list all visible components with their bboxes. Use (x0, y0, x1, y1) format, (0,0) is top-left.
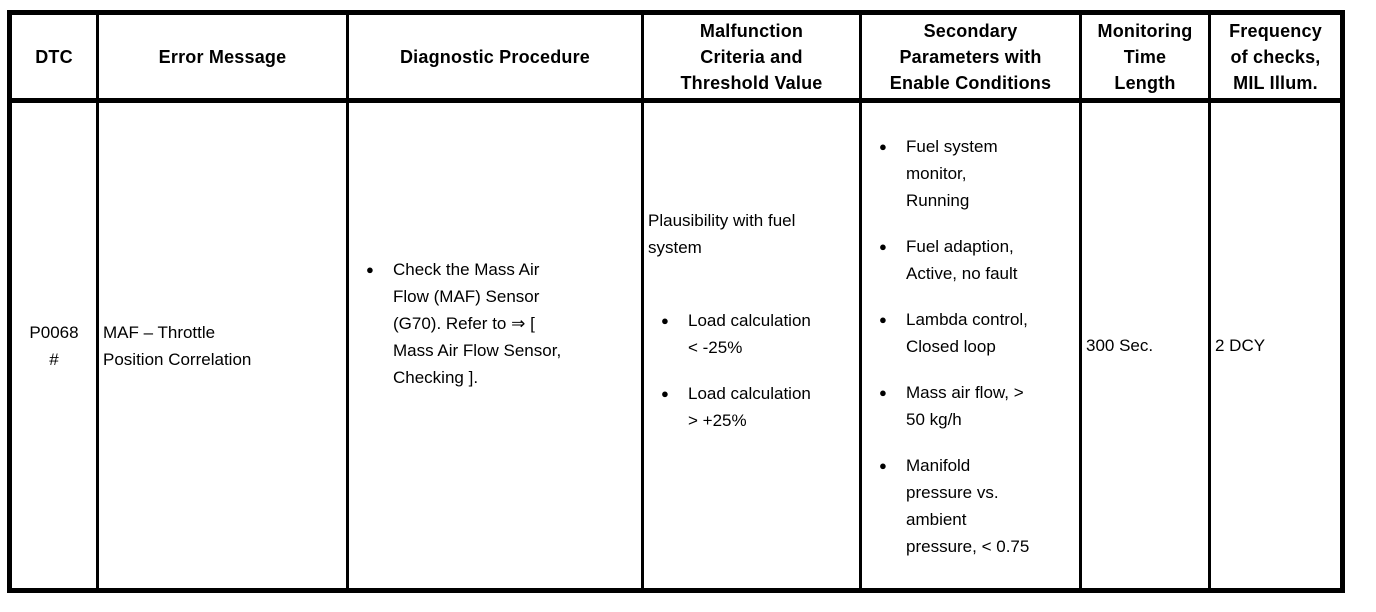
list-item-text: Manifold pressure vs. ambient pressure, … (906, 456, 1030, 556)
list-item: ● Check the Mass Air Flow (MAF) Sensor (… (366, 256, 637, 391)
list-item-text: Fuel system monitor, Running (906, 137, 998, 210)
list-item-text: Lambda control, Closed loop (906, 310, 1028, 356)
malfunction-criteria-list: ● Load calculation < -25% ● Load calcula… (648, 307, 855, 434)
table-header-row: DTC Error Message Diagnostic Procedure M… (8, 11, 1344, 103)
list-item-text: Fuel adaption, Active, no fault (906, 237, 1018, 283)
bullet-icon: ● (879, 312, 887, 327)
cell-diagnostic-procedure: ● Check the Mass Air Flow (MAF) Sensor (… (346, 99, 644, 592)
bullet-icon: ● (661, 313, 669, 328)
dtc-table: DTC Error Message Diagnostic Procedure M… (7, 10, 1345, 593)
cell-monitoring-time-length: 300 Sec. (1079, 99, 1211, 592)
column-header-frequency: Frequency of checks, MIL Illum. (1208, 11, 1344, 103)
diagnostic-procedure-list: ● Check the Mass Air Flow (MAF) Sensor (… (353, 256, 637, 391)
column-header-diagnostic-procedure: Diagnostic Procedure (346, 11, 644, 103)
list-item: ● Fuel system monitor, Running (879, 133, 1075, 214)
cell-error-message: MAF – Throttle Position Correlation (96, 99, 349, 592)
bullet-icon: ● (661, 386, 669, 401)
cell-malfunction-criteria: Plausibility with fuel system ● Load cal… (641, 99, 862, 592)
list-item: ● Load calculation > +25% (661, 380, 855, 434)
list-item: ● Load calculation < -25% (661, 307, 855, 361)
list-item: ● Mass air flow, > 50 kg/h (879, 379, 1075, 433)
list-item-text: Load calculation > +25% (688, 384, 811, 430)
list-item: ● Manifold pressure vs. ambient pressure… (879, 452, 1075, 560)
list-item-text: Check the Mass Air Flow (MAF) Sensor (G7… (393, 259, 562, 387)
column-header-secondary-parameters: Secondary Parameters with Enable Conditi… (859, 11, 1082, 103)
table-row: P0068 # MAF – Throttle Position Correlat… (8, 99, 1344, 592)
bullet-icon: ● (879, 239, 887, 254)
cell-secondary-parameters: ● Fuel system monitor, Running ● Fuel ad… (859, 99, 1082, 592)
bullet-icon: ● (879, 139, 887, 154)
list-item-text: Mass air flow, > 50 kg/h (906, 383, 1024, 429)
column-header-malfunction-criteria: Malfunction Criteria and Threshold Value (641, 11, 862, 103)
bullet-icon: ● (879, 385, 887, 400)
bullet-icon: ● (879, 458, 887, 473)
column-header-dtc: DTC (8, 11, 99, 103)
list-item-text: Load calculation < -25% (688, 311, 811, 357)
bullet-icon: ● (366, 261, 374, 277)
cell-dtc-code: P0068 # (8, 99, 99, 592)
malfunction-intro-text: Plausibility with fuel system (648, 211, 796, 257)
column-header-monitoring-time: Monitoring Time Length (1079, 11, 1211, 103)
list-item: ● Fuel adaption, Active, no fault (879, 233, 1075, 287)
list-item: ● Lambda control, Closed loop (879, 306, 1075, 360)
cell-frequency-of-checks: 2 DCY (1208, 99, 1344, 592)
secondary-parameters-list: ● Fuel system monitor, Running ● Fuel ad… (866, 133, 1075, 560)
column-header-error-message: Error Message (96, 11, 349, 103)
